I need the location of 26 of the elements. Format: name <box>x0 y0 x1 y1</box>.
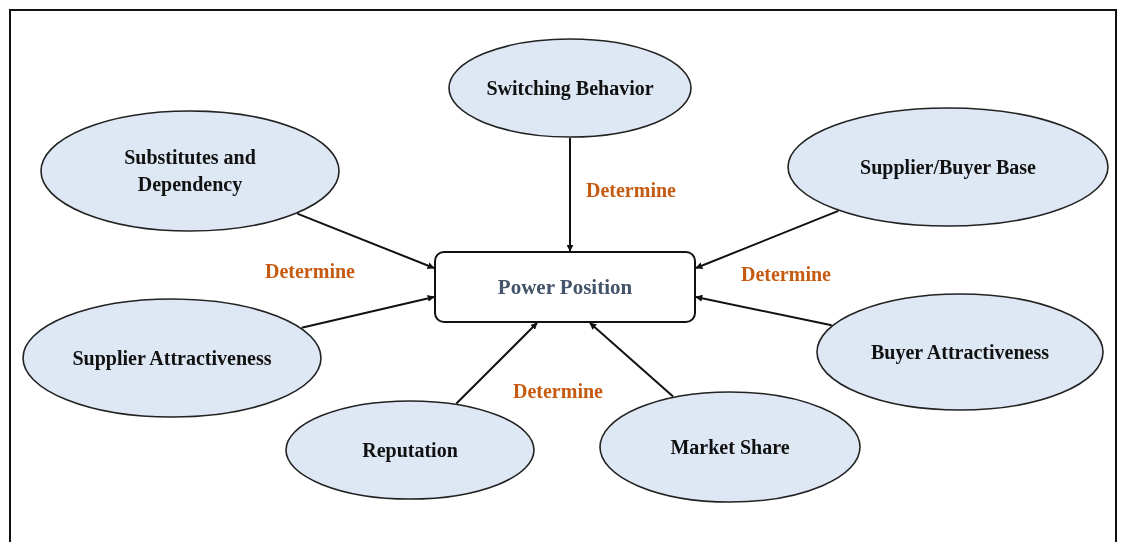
ellipse-node <box>816 293 1104 411</box>
node-label: Supplier/Buyer Base <box>859 154 1037 181</box>
arrow <box>296 212 435 269</box>
relation-label: Determine <box>265 260 355 283</box>
arrow <box>455 322 538 405</box>
ellipse-node <box>787 107 1109 227</box>
relation-label: Determine <box>513 380 603 403</box>
arrow <box>300 295 435 329</box>
relation-label: Determine <box>586 179 676 202</box>
node-label: Supplier Attractiveness <box>71 345 273 372</box>
node-label: Switching Behavior <box>485 75 655 102</box>
arrow <box>695 209 840 269</box>
node-label: Reputation <box>361 437 459 464</box>
node-label: Market Share <box>669 434 791 460</box>
ellipse-node <box>448 38 692 138</box>
node-label: Buyer Attractiveness <box>870 339 1050 366</box>
ellipse-node <box>40 110 340 232</box>
arrow <box>695 294 833 327</box>
relation-label: Determine <box>741 263 831 286</box>
arrow <box>566 137 574 252</box>
node-label: Substitutes and Dependency <box>123 145 257 198</box>
ellipse-node <box>22 298 322 418</box>
node-label: Power Position <box>496 273 634 301</box>
arrow <box>589 322 675 398</box>
rounded-box <box>434 251 696 323</box>
ellipse-node <box>285 400 535 500</box>
